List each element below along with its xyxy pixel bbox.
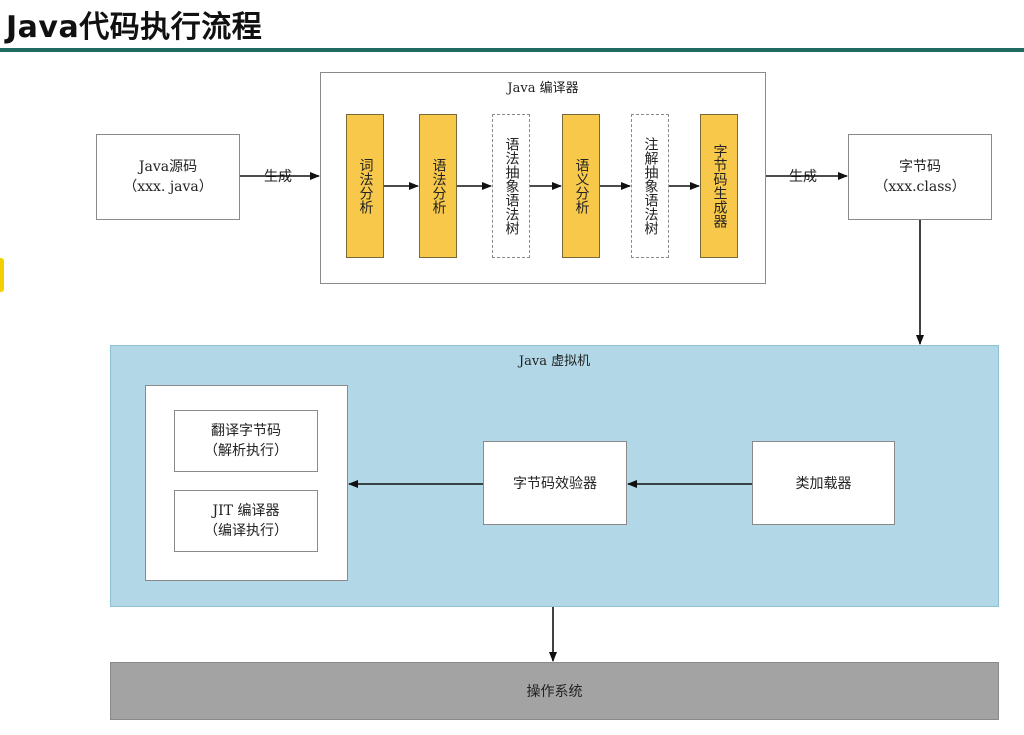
page-title: Java代码执行流程: [6, 10, 263, 45]
java-source-label: Java源码: [138, 159, 198, 175]
syntax-analysis-step: 语法分析: [419, 114, 457, 258]
java-compiler-label: Java 编译器: [507, 81, 579, 96]
annotated-ast-step: 注解抽象语法树: [631, 114, 669, 258]
operating-system-box: 操作系统: [110, 662, 999, 720]
bytecode-verifier-box: 字节码效验器: [483, 441, 627, 525]
jit-compiler-label: JIT 编译器: [212, 503, 280, 519]
interpreter-sub: （解析执行）: [204, 443, 288, 459]
class-loader-box: 类加载器: [752, 441, 895, 525]
jit-compiler-box: JIT 编译器 （编译执行）: [174, 490, 318, 552]
bytecode-box: 字节码 （xxx.class）: [848, 134, 992, 220]
jvm-label: Java 虚拟机: [518, 354, 591, 369]
interpreter-box: 翻译字节码 （解析执行）: [174, 410, 318, 472]
side-marker: [0, 258, 4, 292]
java-source-box: Java源码 （xxx. java）: [96, 134, 240, 220]
syntax-ast-step: 语法抽象语法树: [492, 114, 530, 258]
interpreter-label: 翻译字节码: [211, 423, 281, 439]
lexical-analysis-step: 词法分析: [346, 114, 384, 258]
bytecode-file: （xxx.class）: [874, 179, 966, 195]
jit-compiler-sub: （编译执行）: [204, 523, 288, 539]
title-divider: [0, 48, 1024, 52]
java-compiler-box: Java 编译器: [320, 72, 766, 284]
semantic-analysis-step: 语义分析: [562, 114, 600, 258]
java-source-file: （xxx. java）: [123, 179, 213, 195]
bytecode-label: 字节码: [899, 159, 941, 175]
bytecode-generator-step: 字节码生成器: [700, 114, 738, 258]
